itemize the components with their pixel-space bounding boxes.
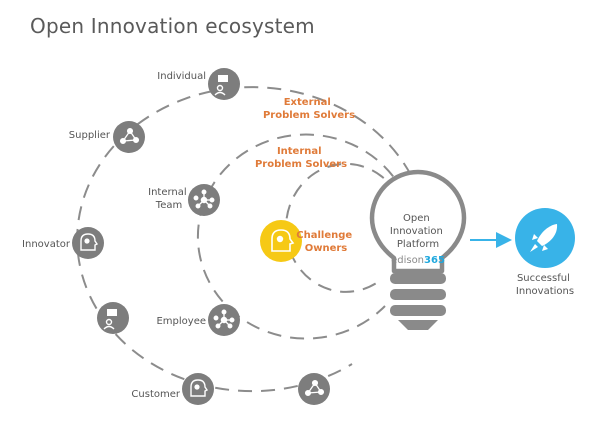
internal-solvers-label: Internal Problem Solvers bbox=[255, 146, 347, 170]
successful-innovations-label: Successful Innovations bbox=[516, 273, 574, 297]
page-title: Open Innovation ecosystem bbox=[30, 14, 315, 38]
external-solvers-label: External Problem Solvers bbox=[263, 97, 355, 121]
edison365-brand: edison365 bbox=[391, 255, 445, 266]
node-unlabeled-left bbox=[97, 302, 129, 334]
head-gear-icon bbox=[271, 229, 295, 252]
internal-team-label: Internal Team bbox=[148, 187, 190, 211]
node-employee bbox=[208, 304, 240, 336]
node-supplier bbox=[113, 121, 145, 153]
network-icon bbox=[304, 379, 325, 397]
rocket-icon bbox=[530, 224, 558, 252]
customer-label: Customer bbox=[131, 389, 180, 400]
node-successful-innovations bbox=[515, 208, 575, 268]
platform-label: Open Innovation Platform bbox=[390, 213, 446, 250]
network-icon bbox=[213, 309, 235, 329]
node-internal-team bbox=[188, 184, 220, 216]
network-icon bbox=[119, 127, 140, 145]
head-gear-icon bbox=[80, 233, 99, 251]
node-innovator bbox=[72, 227, 104, 259]
outer-ring bbox=[76, 86, 421, 393]
person-flag-icon bbox=[103, 309, 117, 330]
innovator-label: Innovator bbox=[22, 239, 71, 250]
node-unlabeled-bottom bbox=[298, 373, 330, 405]
node-customer bbox=[182, 373, 214, 405]
node-challenge-owners bbox=[260, 220, 302, 262]
person-flag-icon bbox=[214, 75, 228, 96]
head-gear-icon bbox=[190, 379, 209, 397]
inner-ring bbox=[285, 162, 399, 293]
individual-label: Individual bbox=[157, 71, 206, 82]
lightbulb-platform bbox=[369, 169, 467, 330]
node-individual bbox=[208, 68, 240, 100]
employee-label: Employee bbox=[156, 316, 206, 327]
challenge-owners-label: Challenge Owners bbox=[296, 230, 355, 254]
supplier-label: Supplier bbox=[69, 130, 111, 141]
network-icon bbox=[193, 189, 215, 209]
